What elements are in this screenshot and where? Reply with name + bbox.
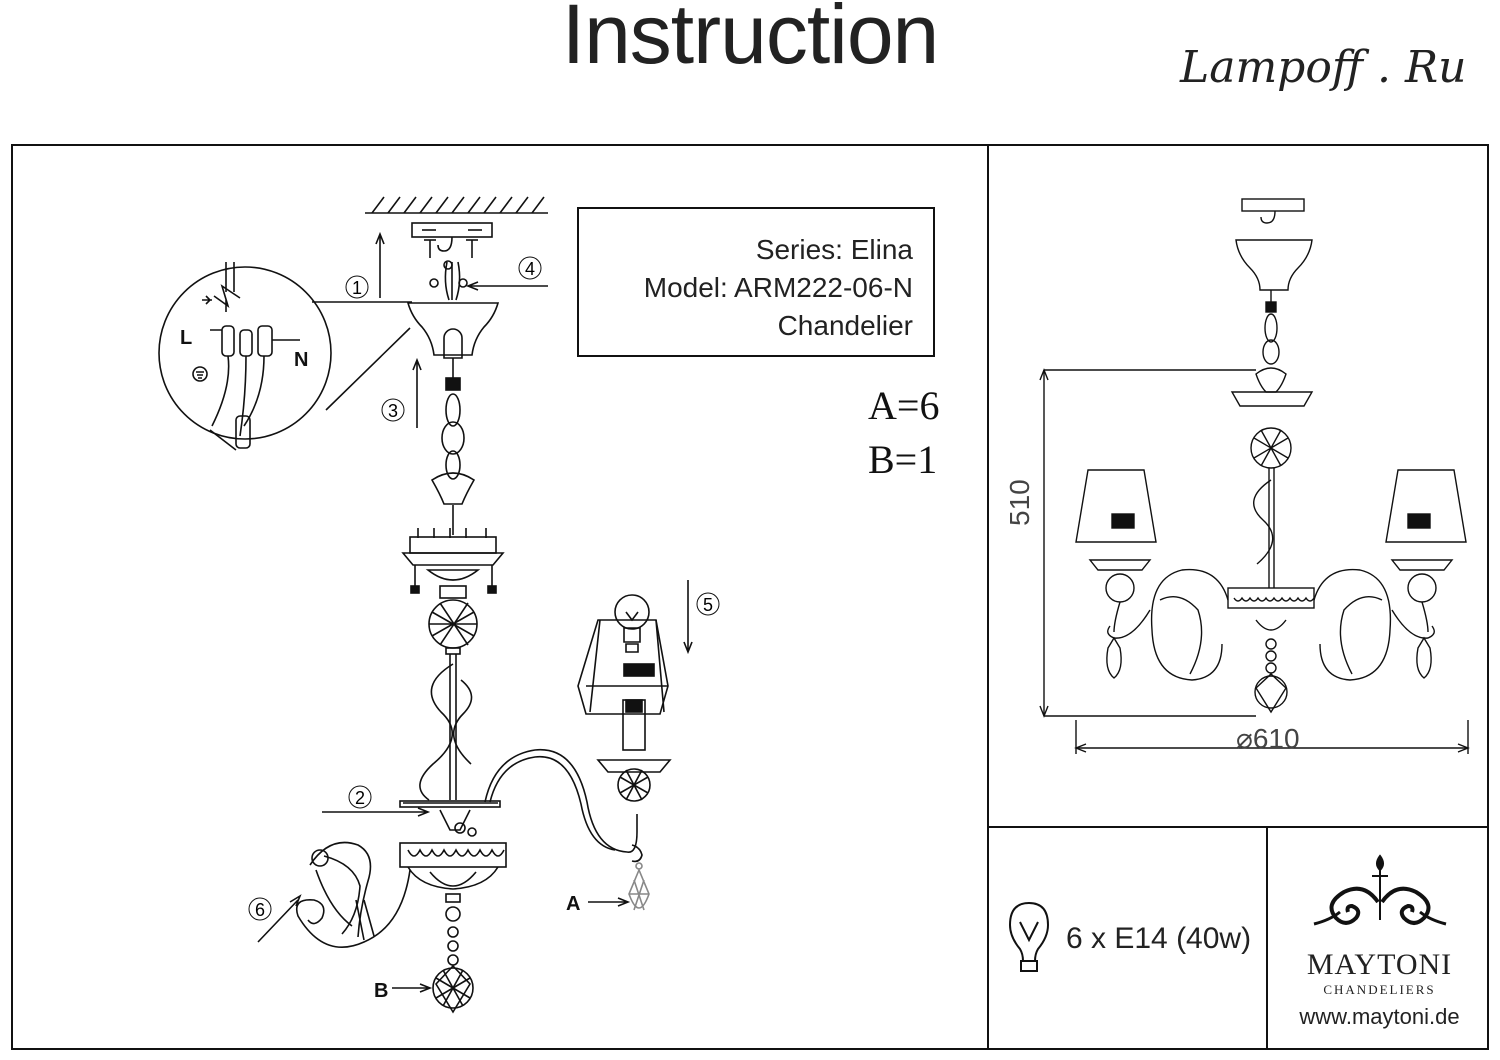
wiring-detail bbox=[158, 262, 412, 451]
divider-horizontal bbox=[987, 826, 1489, 828]
model-label: Model: ARM222-06-N bbox=[643, 272, 913, 303]
bulb-spec: 6 x E14 (40w) bbox=[1066, 922, 1252, 955]
step-3-label: 3 bbox=[388, 401, 398, 421]
spiral-decor bbox=[419, 663, 454, 801]
count-a: A=6 bbox=[868, 383, 940, 428]
chandelier-arm bbox=[484, 749, 643, 863]
chain bbox=[430, 358, 476, 535]
mounting-bracket bbox=[411, 222, 493, 258]
lamp-shade bbox=[577, 594, 672, 802]
bulb-icon bbox=[1008, 901, 1050, 972]
part-a-label: A bbox=[566, 893, 580, 915]
count-b: B=1 bbox=[868, 437, 938, 482]
crystal-ball bbox=[428, 599, 478, 655]
maytoni-tagline: CHANDELIERS bbox=[1323, 982, 1436, 997]
page-title: Instruction bbox=[561, 0, 940, 81]
ballerina-arm bbox=[295, 841, 411, 949]
brand-signature: Lampoff . Ru bbox=[1180, 42, 1467, 93]
overview-drawing bbox=[1039, 198, 1470, 754]
crystal-ball-b bbox=[432, 906, 474, 1014]
step-5-label: 5 bbox=[703, 595, 713, 615]
maytoni-logo bbox=[1313, 854, 1447, 926]
maytoni-name: MAYTONI bbox=[1306, 948, 1453, 981]
neutral-wire-label: N bbox=[294, 349, 308, 371]
step-2-label: 2 bbox=[355, 788, 365, 808]
part-b-label: B bbox=[374, 980, 388, 1002]
series-label: Series: Elina bbox=[755, 234, 913, 265]
website-link[interactable]: www.maytoni.de bbox=[1299, 1004, 1460, 1029]
base-bowl bbox=[399, 842, 507, 903]
step-1-label: 1 bbox=[352, 278, 362, 298]
top-cup bbox=[401, 528, 505, 599]
type-label: Chandelier bbox=[777, 310, 913, 341]
model-info-box: Series: Elina Model: ARM222-06-N Chandel… bbox=[577, 207, 935, 357]
crystal-drop-a bbox=[628, 862, 650, 911]
step-markers: 1 4 3 2 5 6 bbox=[248, 256, 720, 921]
divider-spec-logo bbox=[1266, 826, 1268, 1050]
canopy bbox=[406, 302, 500, 359]
step-4-label: 4 bbox=[525, 259, 535, 279]
step-6-label: 6 bbox=[255, 900, 265, 920]
height-dimension: 510 bbox=[1004, 479, 1035, 526]
ceiling-hatch bbox=[365, 196, 548, 214]
live-wire-label: L bbox=[180, 327, 192, 349]
step-arrows bbox=[257, 231, 693, 993]
divider-vertical bbox=[987, 144, 989, 1050]
instruction-frame bbox=[11, 144, 1489, 1050]
diameter-dimension: ⌀610 bbox=[1236, 723, 1300, 754]
